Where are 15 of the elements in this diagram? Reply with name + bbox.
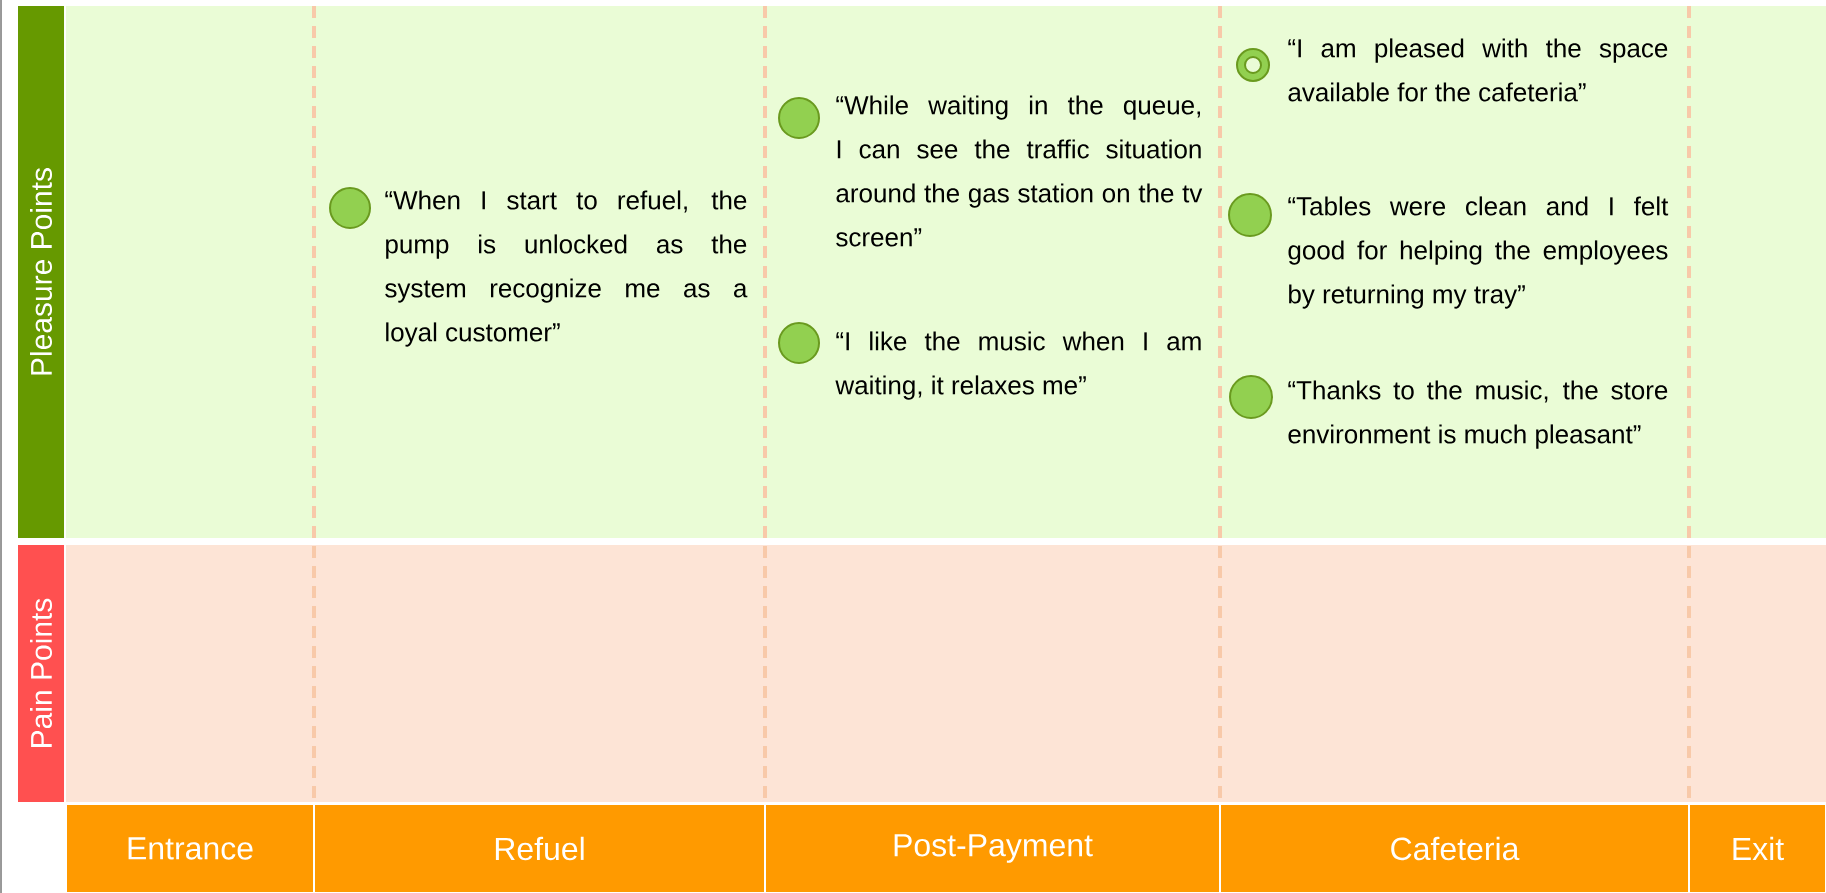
quote-text: “When I start to refuel, the pump is unlocked as the system recognize me as a loyal customer” xyxy=(385,190,748,347)
stage-box: Entrance xyxy=(65,803,315,893)
stage-box: Exit xyxy=(1688,803,1826,893)
quote-text: “I am pleased with the space available for the cafeteria” xyxy=(1288,38,1668,102)
lane-label: Pleasure Points xyxy=(18,6,64,538)
stage-box: Refuel xyxy=(313,803,766,893)
node-label: Exit xyxy=(1733,836,1784,861)
quote-text: “While waiting in the queue, I can see the traffic situation around the gas station on the tv screen” xyxy=(836,95,1203,247)
node-label: Post-Payment xyxy=(894,834,1093,863)
stage-box: Post-Payment xyxy=(764,803,1221,893)
node-label: Refuel xyxy=(495,836,584,861)
lane-label: Pain Points xyxy=(18,545,64,802)
quote-text: “Thanks to the music, the store environment is much pleasant” xyxy=(1288,380,1668,449)
quote-text: “I like the music when I am waiting, it relaxes me” xyxy=(835,331,1201,400)
quote-text: “Tables were clean and I felt good for helping the employees by returning my tray” xyxy=(1288,196,1669,309)
